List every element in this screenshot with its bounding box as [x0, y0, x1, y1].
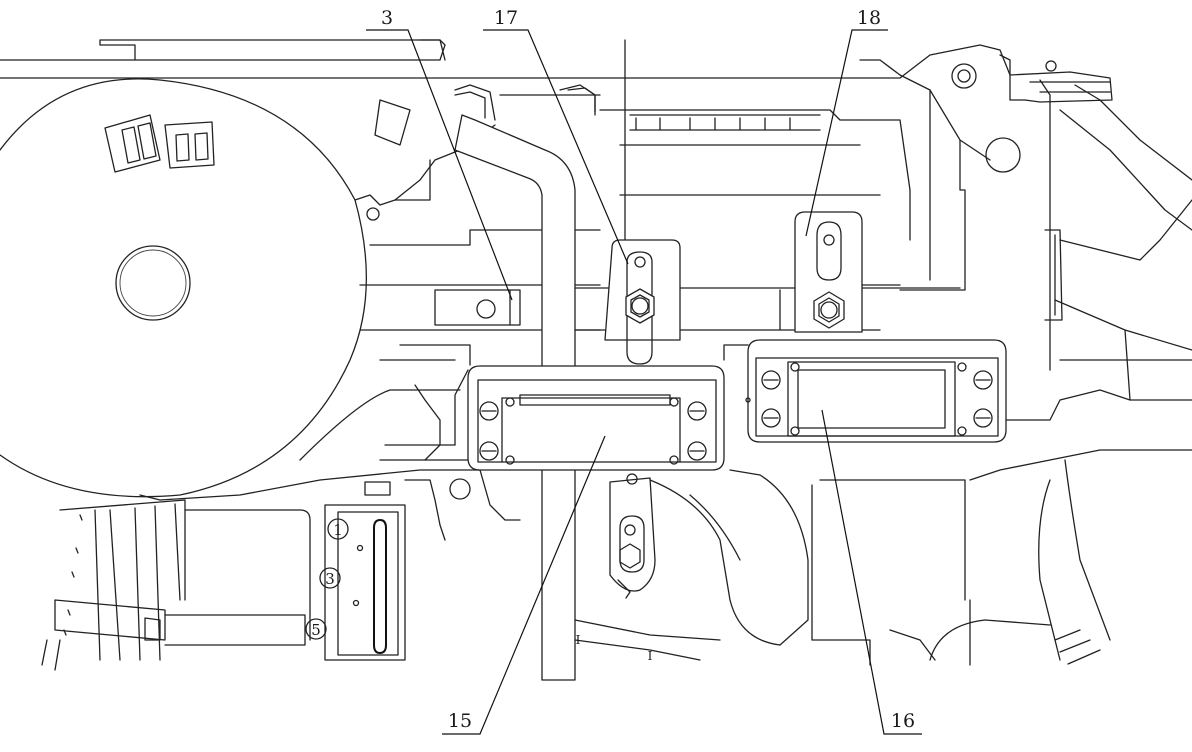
callout-16: 16: [891, 710, 915, 732]
mark-5-circle: [305, 618, 327, 640]
module-16: [723, 339, 1007, 443]
trigger-linkage: [574, 469, 966, 666]
drum-wheel: [0, 78, 481, 501]
receiver-outline: [0, 39, 1192, 401]
drum-hub-circle: [115, 245, 191, 321]
top-right-details: [951, 60, 1113, 321]
mark-1-circle: [327, 518, 349, 540]
tick-mark-2: I: [648, 649, 653, 663]
callout-17: 17: [494, 7, 518, 29]
callout-leaders: [366, 29, 922, 735]
bracket-17: [604, 239, 681, 365]
curved-lever-rod: [454, 87, 596, 681]
tick-mark-1: I: [576, 633, 581, 647]
module-15: [454, 365, 725, 471]
mark-5: 5: [311, 621, 321, 639]
bracket-18: [794, 211, 901, 333]
callout-18: 18: [857, 7, 881, 29]
leader-17: [483, 29, 629, 265]
selector-marks: 1 3 5: [305, 518, 349, 640]
callout-labels: 3 17 18 15 16: [381, 7, 915, 732]
leader-15: [442, 435, 606, 735]
mark-3: 3: [325, 570, 335, 588]
callout-3: 3: [381, 7, 393, 29]
leader-18: [805, 29, 888, 237]
callout-15: 15: [448, 710, 472, 732]
mark-3-circle: [319, 567, 341, 589]
mark-1: 1: [333, 521, 343, 539]
tick-marks: I I: [576, 397, 751, 663]
selector-slot: [373, 518, 387, 655]
magazine-area: [41, 469, 521, 671]
leader-16: [821, 409, 922, 735]
leader-3: [366, 29, 513, 301]
grip-area: [889, 389, 1192, 666]
hex-nut-18: [813, 291, 845, 329]
hex-nut-17: [625, 288, 655, 324]
upper-pin: [951, 63, 977, 89]
